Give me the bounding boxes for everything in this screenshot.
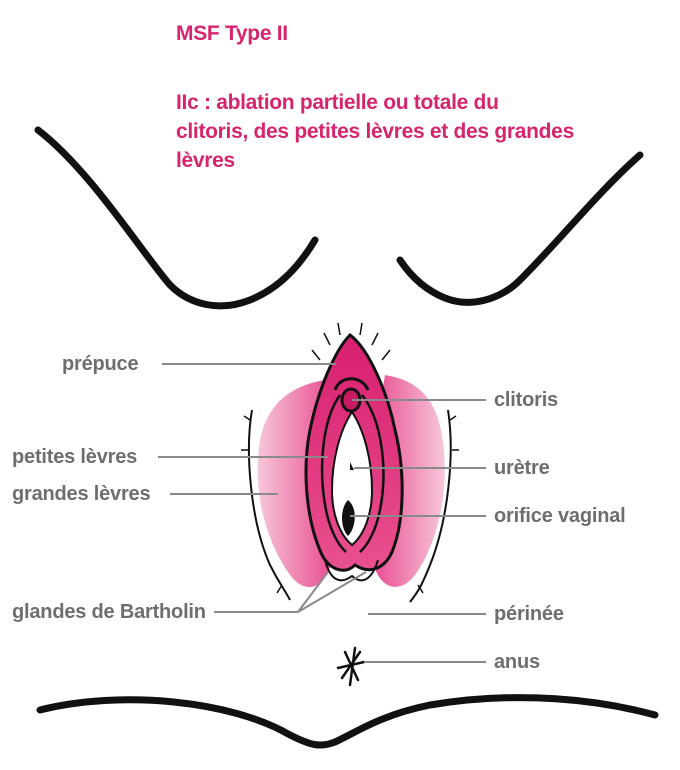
skin-outline-left	[248, 409, 291, 601]
diagram-title: MSF Type II	[176, 22, 288, 45]
label-uretre: urètre	[494, 457, 550, 479]
label-clitoris: clitoris	[494, 389, 558, 411]
leader-line-bartholin-b	[297, 571, 367, 613]
diagram-description: IIc : ablation partielle ou totale du cl…	[176, 91, 574, 172]
leader-line-bartholin-a	[297, 571, 329, 613]
hair-strokes-sides	[241, 415, 459, 594]
body-outline-top-right	[396, 151, 644, 306]
urethra-mark	[350, 462, 354, 470]
label-orifice-vaginal: orifice vaginal	[494, 505, 626, 527]
labia-bottom-curve	[324, 559, 379, 582]
label-anus: anus	[494, 651, 540, 673]
prepuce-fold	[333, 377, 370, 391]
petites-levres-left	[320, 394, 347, 553]
body-outline-top	[34, 126, 319, 310]
body-outline-bottom	[36, 694, 659, 749]
label-petites-levres: petites lèvres	[12, 446, 138, 468]
label-glandes-bartholin: glandes de Bartholin	[12, 601, 206, 623]
label-perinee: périnée	[494, 603, 564, 625]
anus-shape	[336, 646, 366, 687]
skin-outline-right	[409, 409, 452, 603]
hair-strokes-top	[311, 322, 391, 361]
vaginal-orifice-shape	[342, 500, 355, 536]
vestibule-shape	[330, 410, 374, 547]
label-grandes-levres: grandes lèvres	[12, 483, 151, 505]
petites-levres-right	[359, 394, 385, 553]
label-prepuce: prépuce	[62, 353, 139, 375]
